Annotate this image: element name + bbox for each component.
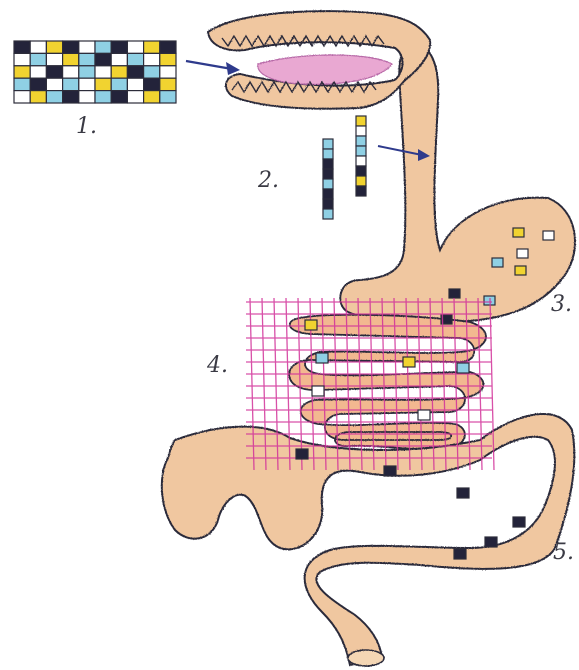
mosaic-cell bbox=[63, 91, 79, 103]
mosaic-cell bbox=[95, 78, 111, 90]
mosaic-cell bbox=[14, 66, 30, 78]
mosaic-cell bbox=[111, 66, 127, 78]
mosaic-cell bbox=[14, 78, 30, 90]
intestine-tile bbox=[457, 488, 469, 498]
strip-cell bbox=[356, 116, 366, 126]
strip-cell bbox=[356, 126, 366, 136]
mosaic-cell bbox=[79, 53, 95, 65]
mosaic-cell bbox=[111, 78, 127, 90]
mosaic-cell bbox=[95, 66, 111, 78]
mosaic-cell bbox=[30, 41, 46, 53]
mosaic-cell bbox=[79, 91, 95, 103]
mosaic-cell bbox=[46, 41, 62, 53]
intestine-tile bbox=[403, 357, 415, 367]
step-label-4: 4. bbox=[207, 353, 228, 378]
intestine-tile bbox=[305, 320, 317, 330]
intestine-tile bbox=[316, 353, 328, 363]
strip-cell bbox=[356, 176, 366, 186]
mosaic-cell bbox=[95, 91, 111, 103]
strip-cell bbox=[323, 169, 333, 179]
pattern-strip-icon bbox=[323, 116, 366, 219]
stomach-tile bbox=[513, 228, 524, 237]
mosaic-cell bbox=[111, 91, 127, 103]
mosaic-cell bbox=[63, 66, 79, 78]
strip-cell bbox=[356, 156, 366, 166]
mosaic-cell bbox=[127, 41, 143, 53]
mosaic-cell bbox=[79, 66, 95, 78]
mosaic-cell bbox=[160, 53, 176, 65]
mosaic-cell bbox=[160, 41, 176, 53]
mosaic-cell bbox=[144, 78, 160, 90]
tongue bbox=[258, 55, 392, 84]
step-label-3: 3. bbox=[551, 292, 572, 317]
intestine-tile bbox=[418, 410, 430, 420]
stomach-tile bbox=[515, 266, 526, 275]
strip-cell bbox=[323, 189, 333, 199]
mosaic-cell bbox=[160, 66, 176, 78]
mosaic-cell bbox=[127, 53, 143, 65]
mosaic-cell bbox=[144, 66, 160, 78]
mosaic-cell bbox=[14, 53, 30, 65]
intestine-tile bbox=[454, 549, 466, 559]
mosaic-cell bbox=[30, 53, 46, 65]
mosaic-cell bbox=[63, 53, 79, 65]
mosaic-cell bbox=[14, 41, 30, 53]
strip-cell bbox=[356, 146, 366, 156]
mosaic-cell bbox=[127, 66, 143, 78]
large-intestine bbox=[162, 414, 574, 665]
strip-cell bbox=[356, 166, 366, 176]
intestine-tile bbox=[513, 517, 525, 527]
mosaic-cell bbox=[46, 66, 62, 78]
mosaic-cell bbox=[95, 53, 111, 65]
strip-cell bbox=[323, 159, 333, 169]
mosaic-cell bbox=[79, 41, 95, 53]
mosaic-cell bbox=[79, 78, 95, 90]
mosaic-cell bbox=[160, 78, 176, 90]
mosaic-cell bbox=[160, 91, 176, 103]
mosaic-cell bbox=[144, 91, 160, 103]
stomach-tile bbox=[543, 231, 554, 240]
intestine-tile bbox=[312, 386, 324, 396]
strip-cell bbox=[323, 149, 333, 159]
mosaic-cell bbox=[30, 91, 46, 103]
mosaic-cell bbox=[95, 41, 111, 53]
strip-cell bbox=[323, 209, 333, 219]
intestine-tile bbox=[457, 363, 469, 373]
sweater-pattern-icon bbox=[14, 41, 176, 103]
strip-cell bbox=[356, 136, 366, 146]
mosaic-cell bbox=[144, 53, 160, 65]
mosaic-cell bbox=[144, 41, 160, 53]
mosaic-cell bbox=[46, 53, 62, 65]
mosaic-cell bbox=[111, 41, 127, 53]
step-label-5: 5. bbox=[553, 540, 574, 565]
mosaic-cell bbox=[46, 78, 62, 90]
arrow-to-mouth-icon bbox=[186, 61, 240, 75]
strip-cell bbox=[323, 139, 333, 149]
intestine-tile bbox=[296, 449, 308, 459]
stomach-tile bbox=[517, 249, 528, 258]
mosaic-cell bbox=[30, 66, 46, 78]
strip-cell bbox=[323, 199, 333, 209]
mosaic-cell bbox=[127, 78, 143, 90]
stomach-tile bbox=[492, 258, 503, 267]
strip-cell bbox=[323, 179, 333, 189]
mosaic-cell bbox=[63, 78, 79, 90]
mouth-icon bbox=[208, 11, 430, 109]
stomach-tile bbox=[449, 289, 460, 298]
strip-cell bbox=[356, 186, 366, 196]
mosaic-cell bbox=[30, 78, 46, 90]
mosaic-cell bbox=[46, 91, 62, 103]
step-label-1: 1. bbox=[76, 114, 97, 139]
intestine-tile bbox=[485, 537, 497, 547]
mosaic-cell bbox=[63, 41, 79, 53]
mosaic-cell bbox=[127, 91, 143, 103]
intestine-tile bbox=[384, 466, 396, 476]
rectum bbox=[348, 650, 384, 666]
step-label-2: 2. bbox=[258, 168, 279, 193]
mosaic-cell bbox=[111, 53, 127, 65]
mosaic-cell bbox=[14, 91, 30, 103]
